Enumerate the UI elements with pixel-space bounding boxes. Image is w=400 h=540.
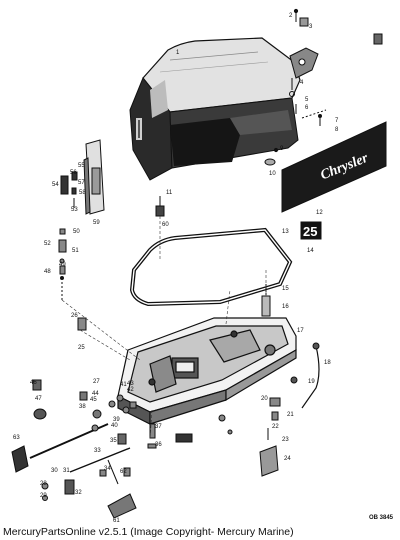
callout-numbers: 1234567891011121314151617181920212223242… xyxy=(13,13,339,524)
callout-13: 13 xyxy=(282,229,289,235)
callout-47: 47 xyxy=(35,396,42,402)
callout-61: 61 xyxy=(113,518,120,524)
callout-26: 26 xyxy=(71,313,78,319)
linkage-parts xyxy=(11,317,233,519)
callout-44: 44 xyxy=(92,391,99,397)
callout-54: 54 xyxy=(52,182,59,188)
callout-32: 32 xyxy=(75,490,82,496)
callout-43: 43 xyxy=(127,381,134,387)
callout-8: 8 xyxy=(335,127,339,133)
callout-2: 2 xyxy=(289,13,293,19)
callout-46: 46 xyxy=(30,380,37,386)
callout-51: 51 xyxy=(72,248,79,254)
callout-18: 18 xyxy=(324,360,331,366)
callout-45: 45 xyxy=(90,397,97,403)
callout-12: 12 xyxy=(316,210,323,216)
latch-hardware xyxy=(264,8,383,166)
callout-50: 50 xyxy=(73,229,80,235)
callout-56: 56 xyxy=(70,170,77,176)
callout-10: 10 xyxy=(269,171,276,177)
callout-27: 27 xyxy=(93,379,100,385)
callout-19: 19 xyxy=(308,379,315,385)
callout-35: 35 xyxy=(110,438,117,444)
callout-21: 21 xyxy=(287,412,294,418)
callout-42: 42 xyxy=(127,387,134,393)
callout-40: 40 xyxy=(111,423,118,429)
horsepower-decal: 25 xyxy=(300,221,322,240)
cowl-seal xyxy=(129,227,293,307)
callout-41: 41 xyxy=(120,382,127,388)
callout-49: 49 xyxy=(59,262,66,268)
callout-17: 17 xyxy=(297,328,304,334)
callout-30: 30 xyxy=(51,468,58,474)
callout-60: 60 xyxy=(162,222,169,228)
callout-39: 39 xyxy=(113,417,120,423)
callout-6: 6 xyxy=(305,105,309,111)
chrysler-side-decal: Chrysler xyxy=(281,121,387,213)
image-caption: MercuryPartsOnline v2.5.1 (Image Copyrig… xyxy=(3,526,294,538)
callout-28: 28 xyxy=(40,481,47,487)
latch-lever-parts xyxy=(58,228,67,300)
callout-31: 31 xyxy=(63,468,70,474)
side-vent-panel xyxy=(60,139,105,215)
callout-52: 52 xyxy=(44,241,51,247)
figure-code: OB 3845 xyxy=(369,515,394,521)
callout-20: 20 xyxy=(261,396,268,402)
callout-1: 1 xyxy=(176,50,180,56)
callout-59: 59 xyxy=(93,220,100,226)
callout-9: 9 xyxy=(280,146,284,152)
callout-33: 33 xyxy=(94,448,101,454)
callout-4: 4 xyxy=(300,80,304,86)
callout-22: 22 xyxy=(272,424,279,430)
top-cowl xyxy=(129,37,301,181)
callout-14: 14 xyxy=(307,248,314,254)
callout-7: 7 xyxy=(335,118,339,124)
callout-34: 34 xyxy=(104,466,111,472)
callout-5: 5 xyxy=(305,97,309,103)
callout-16: 16 xyxy=(282,304,289,310)
callout-37: 37 xyxy=(155,424,162,430)
callout-58: 58 xyxy=(79,190,86,196)
callout-38: 38 xyxy=(79,404,86,410)
callout-48: 48 xyxy=(44,269,51,275)
callout-57: 57 xyxy=(78,180,85,186)
callout-36: 36 xyxy=(155,442,162,448)
callout-53: 53 xyxy=(71,207,78,213)
callout-63: 63 xyxy=(13,435,20,441)
callout-23: 23 xyxy=(282,437,289,443)
horsepower-decal-text: 25 xyxy=(303,224,317,239)
leader-lines xyxy=(61,216,267,441)
callout-25: 25 xyxy=(78,345,85,351)
callout-3: 3 xyxy=(309,24,313,30)
callout-24: 24 xyxy=(284,456,291,462)
callout-15: 15 xyxy=(282,286,289,292)
callout-55: 55 xyxy=(78,163,85,169)
callout-11: 11 xyxy=(166,190,173,196)
callout-29: 29 xyxy=(40,493,47,499)
callout-62: 62 xyxy=(120,469,127,475)
lower-pan xyxy=(117,317,297,425)
right-linkage xyxy=(175,342,320,477)
